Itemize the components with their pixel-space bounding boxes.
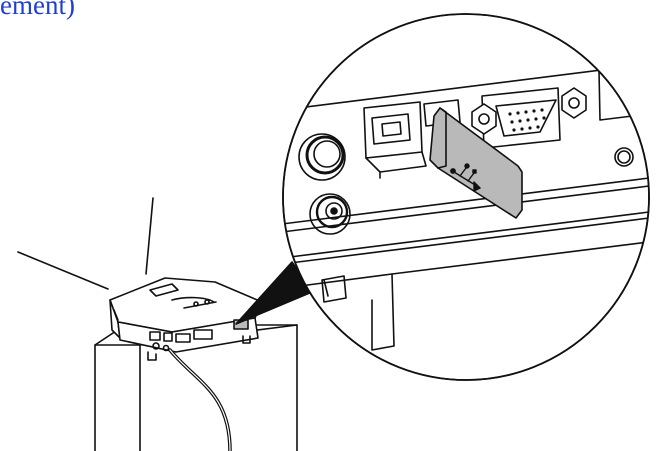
guide-line-vertical xyxy=(145,197,154,275)
vga-port xyxy=(471,87,587,149)
magnified-view xyxy=(282,13,650,381)
usb-icon xyxy=(450,163,481,192)
rca-port xyxy=(309,193,351,235)
guide-line-left xyxy=(17,251,109,290)
projector xyxy=(109,277,263,451)
caption-text: ement) xyxy=(0,0,75,20)
usb-memory-stick xyxy=(429,107,523,219)
projector-front-face xyxy=(117,317,259,353)
usb-b-port xyxy=(363,101,427,179)
audio-port xyxy=(298,133,346,181)
thumbscrew-right xyxy=(561,87,587,119)
indicator-hole xyxy=(614,147,634,167)
thumbscrew-left xyxy=(471,103,497,135)
